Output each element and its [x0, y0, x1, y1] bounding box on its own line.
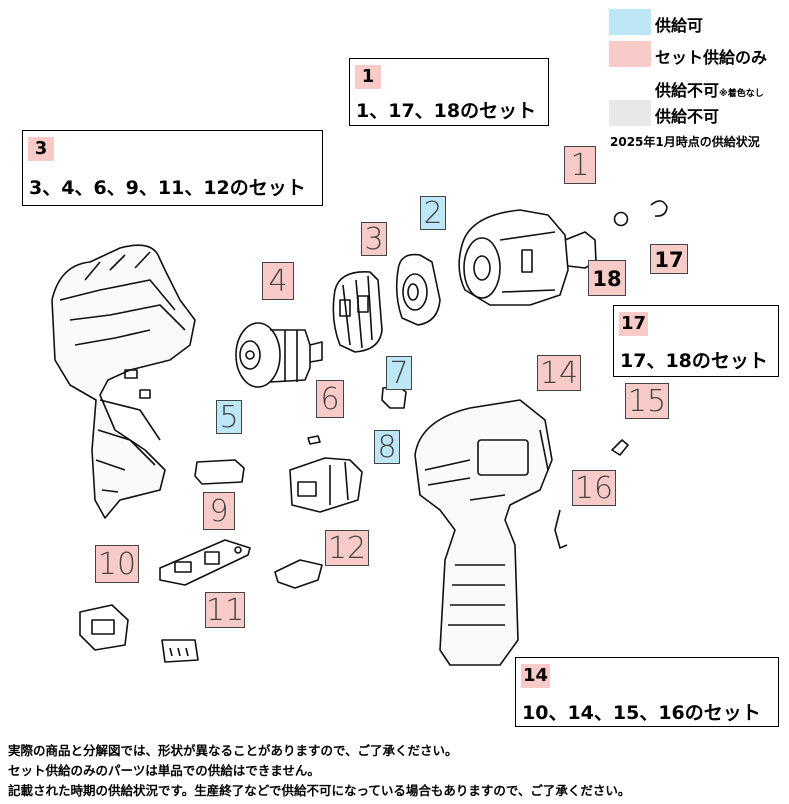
- part-label-14: 14: [537, 355, 581, 391]
- part-label-18: 18: [588, 260, 626, 296]
- set-badge-3: 3: [28, 137, 54, 161]
- part-label-5: 5: [216, 400, 242, 435]
- legend-label-available: 供給可: [655, 16, 704, 35]
- set-box-17: 17 17、18のセット: [613, 305, 779, 377]
- part-label-2: 2: [420, 196, 446, 231]
- part-label-16: 16: [572, 470, 616, 506]
- set-badge-1: 1: [355, 65, 381, 89]
- part-label-1: 1: [564, 146, 596, 184]
- set-desc-1: 1、17、18のセット: [356, 100, 537, 122]
- set-desc-3: 3、4、6、9、11、12のセット: [29, 177, 306, 199]
- footnote-1: 実際の商品と分解図では、形状が異なることがありますので、ご了承ください。: [8, 743, 458, 758]
- set-box-1: 1 1、17、18のセット: [349, 58, 549, 126]
- footnote-2: セット供給のみのパーツは単品での供給はできません。: [8, 763, 320, 778]
- set-box-14: 14 10、14、15、16のセット: [515, 657, 779, 727]
- part-label-6: 6: [316, 380, 344, 418]
- legend-note-uncolored: ※着色なし: [719, 89, 764, 99]
- legend-label-unavailable-uncolored: 供給不可※着色なし: [655, 77, 764, 101]
- motor-rotor: [235, 322, 323, 388]
- legend-label-unavailable: 供給不可: [655, 107, 720, 126]
- switch-8: [289, 457, 363, 513]
- legend-label-unavailable-text: 供給不可: [655, 81, 720, 100]
- set-box-3: 3 3、4、6、9、11、12のセット: [22, 130, 323, 206]
- clip-16: [554, 509, 568, 549]
- set-badge-14: 14: [521, 664, 551, 688]
- part-10: [79, 604, 129, 651]
- footnote-3: 記載された時期の供給状況です。生産終了などで供給不可になっている場合もありますの…: [8, 783, 631, 798]
- part-11: [161, 639, 199, 663]
- housing-left-half: [51, 244, 196, 519]
- c-ring-17: [650, 200, 668, 217]
- pcb-9: [159, 539, 251, 586]
- o-ring-18: [613, 211, 629, 227]
- part-label-15: 15: [625, 383, 669, 419]
- part-label-10: 10: [95, 545, 139, 583]
- legend-swatch-set-only: [609, 41, 651, 67]
- pin-6: [307, 435, 321, 445]
- legend-swatch-unavailable: [609, 100, 651, 126]
- supply-status-date: 2025年1月時点の供給状況: [610, 135, 760, 149]
- motor-housing: [332, 271, 383, 353]
- screw-15: [611, 439, 629, 456]
- legend-label-set-only: セット供給のみ: [655, 48, 768, 67]
- part-label-11: 11: [205, 592, 245, 628]
- part-label-8: 8: [374, 430, 400, 465]
- part-label-3: 3: [361, 222, 387, 257]
- part-label-4: 4: [262, 262, 294, 300]
- part-12: [274, 559, 323, 589]
- housing-right-half: [414, 399, 553, 666]
- part-5: [194, 459, 245, 485]
- gear-case: [458, 209, 597, 306]
- legend-swatch-available: [609, 9, 651, 35]
- part-label-17: 17: [650, 244, 688, 274]
- set-desc-14: 10、14、15、16のセット: [522, 702, 761, 724]
- set-badge-17: 17: [619, 312, 649, 336]
- part-label-7: 7: [386, 356, 412, 391]
- set-desc-17: 17、18のセット: [620, 350, 768, 372]
- part-label-12: 12: [325, 530, 369, 566]
- part-label-9: 9: [203, 492, 235, 530]
- gear-plate: [395, 253, 441, 326]
